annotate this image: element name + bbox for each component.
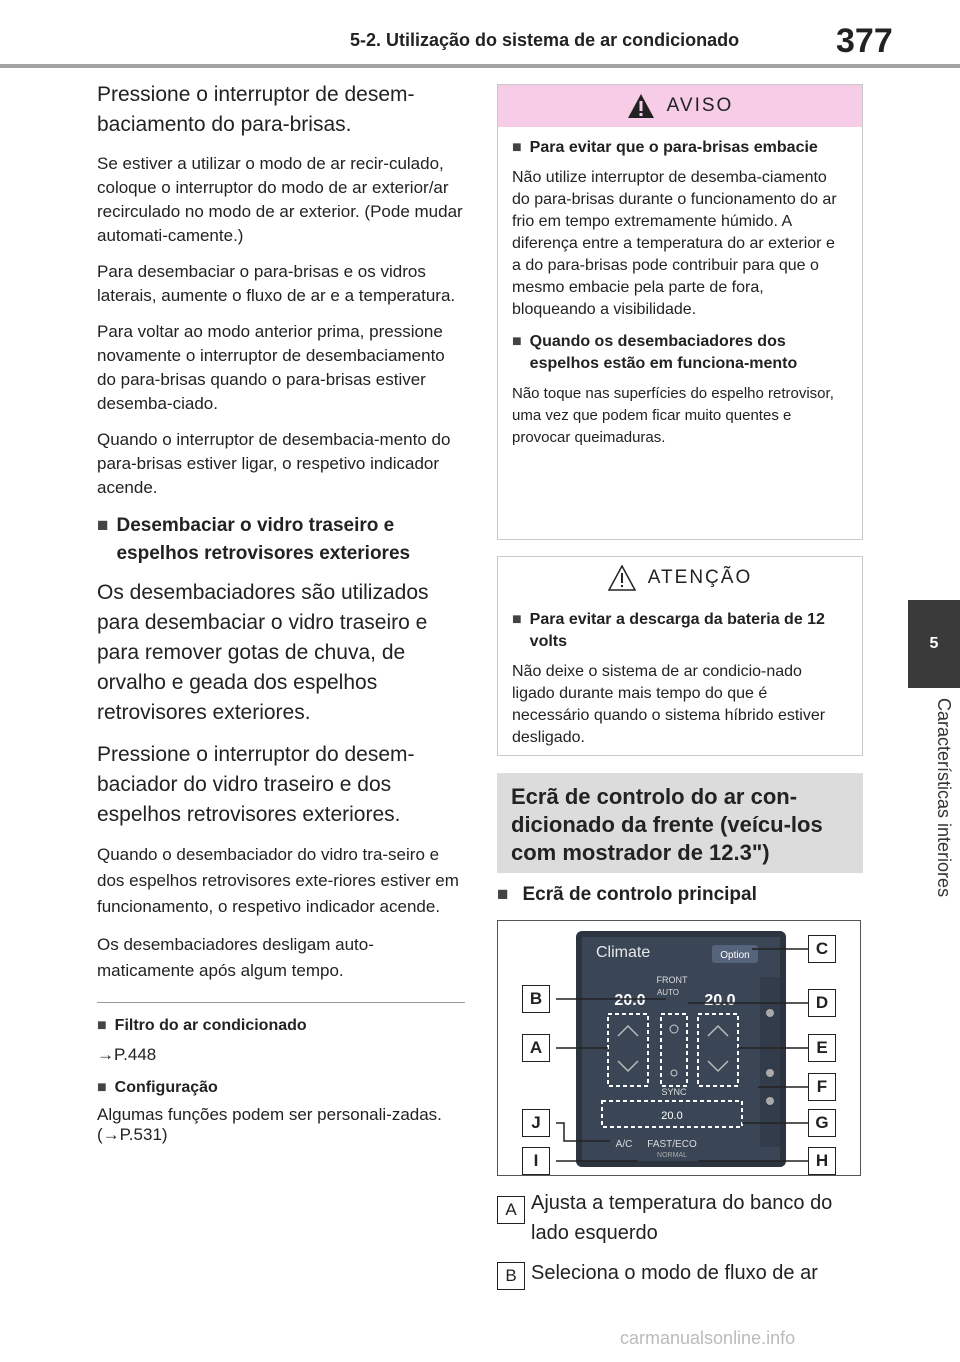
paragraph: Quando o desembaciador do vidro tra-seir… xyxy=(97,845,459,916)
legend-item: A Ajusta a temperatura do banco do lado … xyxy=(497,1188,863,1248)
callout-e: E xyxy=(808,1034,836,1062)
settings-icon[interactable] xyxy=(766,1069,774,1077)
divider xyxy=(97,1002,465,1003)
paragraph: Algumas funções podem ser personali-zada… xyxy=(97,1105,442,1144)
chevron-up-icon xyxy=(617,1024,639,1037)
sync-button[interactable]: SYNC xyxy=(661,1087,687,1097)
paragraph: Os desembaciadores desligam auto-maticam… xyxy=(97,935,374,980)
fast-eco-button[interactable]: FAST/ECO xyxy=(647,1139,697,1150)
paragraph: Para voltar ao modo anterior prima, pres… xyxy=(97,322,445,413)
callout-c: C xyxy=(808,935,836,963)
paragraph: Quando o interruptor de desembacia-mento… xyxy=(97,430,451,497)
square-bullet-icon: ■ xyxy=(497,884,509,905)
chevron-down-icon xyxy=(617,1060,639,1073)
legend-key: A xyxy=(497,1196,525,1224)
callout-i: I xyxy=(522,1147,550,1175)
screen-title: Climate xyxy=(596,944,650,961)
climate-screen-illustration: Climate Option FRONT AUTO 20.0 20.0 SYNC… xyxy=(556,931,808,1167)
paragraph: Para desembaciar o para-brisas e os vidr… xyxy=(97,262,456,305)
paragraph: Se estiver a utilizar o modo de ar recir… xyxy=(97,154,463,245)
square-bullet-icon: ■ xyxy=(512,139,522,156)
normal-label: NORMAL xyxy=(657,1152,687,1159)
caution-header: ATENÇÃO xyxy=(498,557,862,599)
legend-text: Ajusta a temperatura do banco do lado es… xyxy=(531,1192,833,1244)
warning-subheading: ■Para evitar que o para-brisas embacie xyxy=(512,137,848,159)
warning-box: AVISO ■Para evitar que o para-brisas emb… xyxy=(497,84,863,540)
warning-text: Não utilize interruptor de desemba-ciame… xyxy=(512,169,837,318)
right-temperature: 20.0 xyxy=(704,992,735,1009)
section-header: 5-2. Utilização do sistema de ar condici… xyxy=(350,30,740,50)
callout-b: B xyxy=(522,985,550,1013)
callout-a: A xyxy=(522,1034,550,1062)
page-number: 377 xyxy=(836,22,893,60)
bottom-temp-control[interactable] xyxy=(601,1100,743,1128)
paragraph: Pressione o interruptor de desem-baciame… xyxy=(97,83,415,136)
seat-heater-icon[interactable] xyxy=(766,1009,774,1017)
fan-icon xyxy=(670,1069,678,1077)
callout-d: D xyxy=(808,989,836,1017)
square-bullet-icon: ■ xyxy=(97,1079,107,1096)
paragraph: Pressione o interruptor do desem-baciado… xyxy=(97,743,415,826)
caution-text: Não deixe o sistema de ar condicio-nado … xyxy=(512,663,826,746)
fan-icon xyxy=(669,1024,679,1034)
climate-screen-figure: Climate Option FRONT AUTO 20.0 20.0 SYNC… xyxy=(497,920,861,1176)
legend-item: B Seleciona o modo de fluxo de ar xyxy=(497,1258,863,1290)
page-reference: →P.448 xyxy=(97,1045,157,1064)
callout-g: G xyxy=(808,1109,836,1137)
square-bullet-icon: ■ xyxy=(512,333,522,350)
square-bullet-icon: ■ xyxy=(97,515,109,536)
chevron-down-icon xyxy=(707,1060,729,1073)
subsection-heading: ■Ecrã de controlo principal xyxy=(497,884,757,905)
note-heading: ■Filtro do ar condicionado xyxy=(97,1017,307,1034)
subsection-heading: ■Desembaciar o vidro traseiro e espelhos… xyxy=(97,512,463,568)
callout-h: H xyxy=(808,1147,836,1175)
front-label: FRONT xyxy=(657,975,688,985)
caution-triangle-icon xyxy=(607,565,636,591)
auto-label: AUTO xyxy=(657,988,679,997)
chapter-number: 5 xyxy=(929,635,939,652)
section-title: Ecrã de controlo do ar con-dicionado da … xyxy=(497,773,863,873)
square-bullet-icon: ■ xyxy=(97,1017,107,1034)
note-heading: ■Configuração xyxy=(97,1079,218,1096)
left-temperature: 20.0 xyxy=(614,992,645,1009)
caution-box: ATENÇÃO ■Para evitar a descarga da bater… xyxy=(497,556,863,756)
callout-j: J xyxy=(522,1109,550,1137)
caution-title: ATENÇÃO xyxy=(647,567,753,588)
chapter-label: Características interiores xyxy=(934,698,954,898)
paragraph: Os desembaciadores são utilizados para d… xyxy=(97,581,429,724)
callout-f: F xyxy=(808,1073,836,1101)
bottom-temperature: 20.0 xyxy=(661,1110,682,1122)
chevron-up-icon xyxy=(707,1024,729,1037)
info-icon[interactable] xyxy=(766,1097,774,1105)
warning-header: AVISO xyxy=(498,85,862,127)
option-button[interactable]: Option xyxy=(720,950,749,961)
caution-subheading: ■Para evitar a descarga da bateria de 12… xyxy=(512,609,848,653)
watermark: carmanualsonline.info xyxy=(620,1328,796,1348)
square-bullet-icon: ■ xyxy=(512,611,522,628)
legend-key: B xyxy=(497,1262,525,1290)
warning-triangle-icon xyxy=(627,94,654,118)
legend-text: Seleciona o modo de fluxo de ar xyxy=(531,1262,818,1284)
header-rule xyxy=(0,64,960,68)
chapter-tab: 5 xyxy=(908,600,960,688)
warning-text: Não toque nas superfícies do espelho ret… xyxy=(512,385,834,446)
warning-subheading: ■Quando os desembaciadores dos espelhos … xyxy=(512,331,848,375)
ac-button[interactable]: A/C xyxy=(616,1139,633,1150)
warning-title: AVISO xyxy=(666,95,734,116)
left-column: Pressione o interruptor de desem-baciame… xyxy=(97,80,465,1157)
